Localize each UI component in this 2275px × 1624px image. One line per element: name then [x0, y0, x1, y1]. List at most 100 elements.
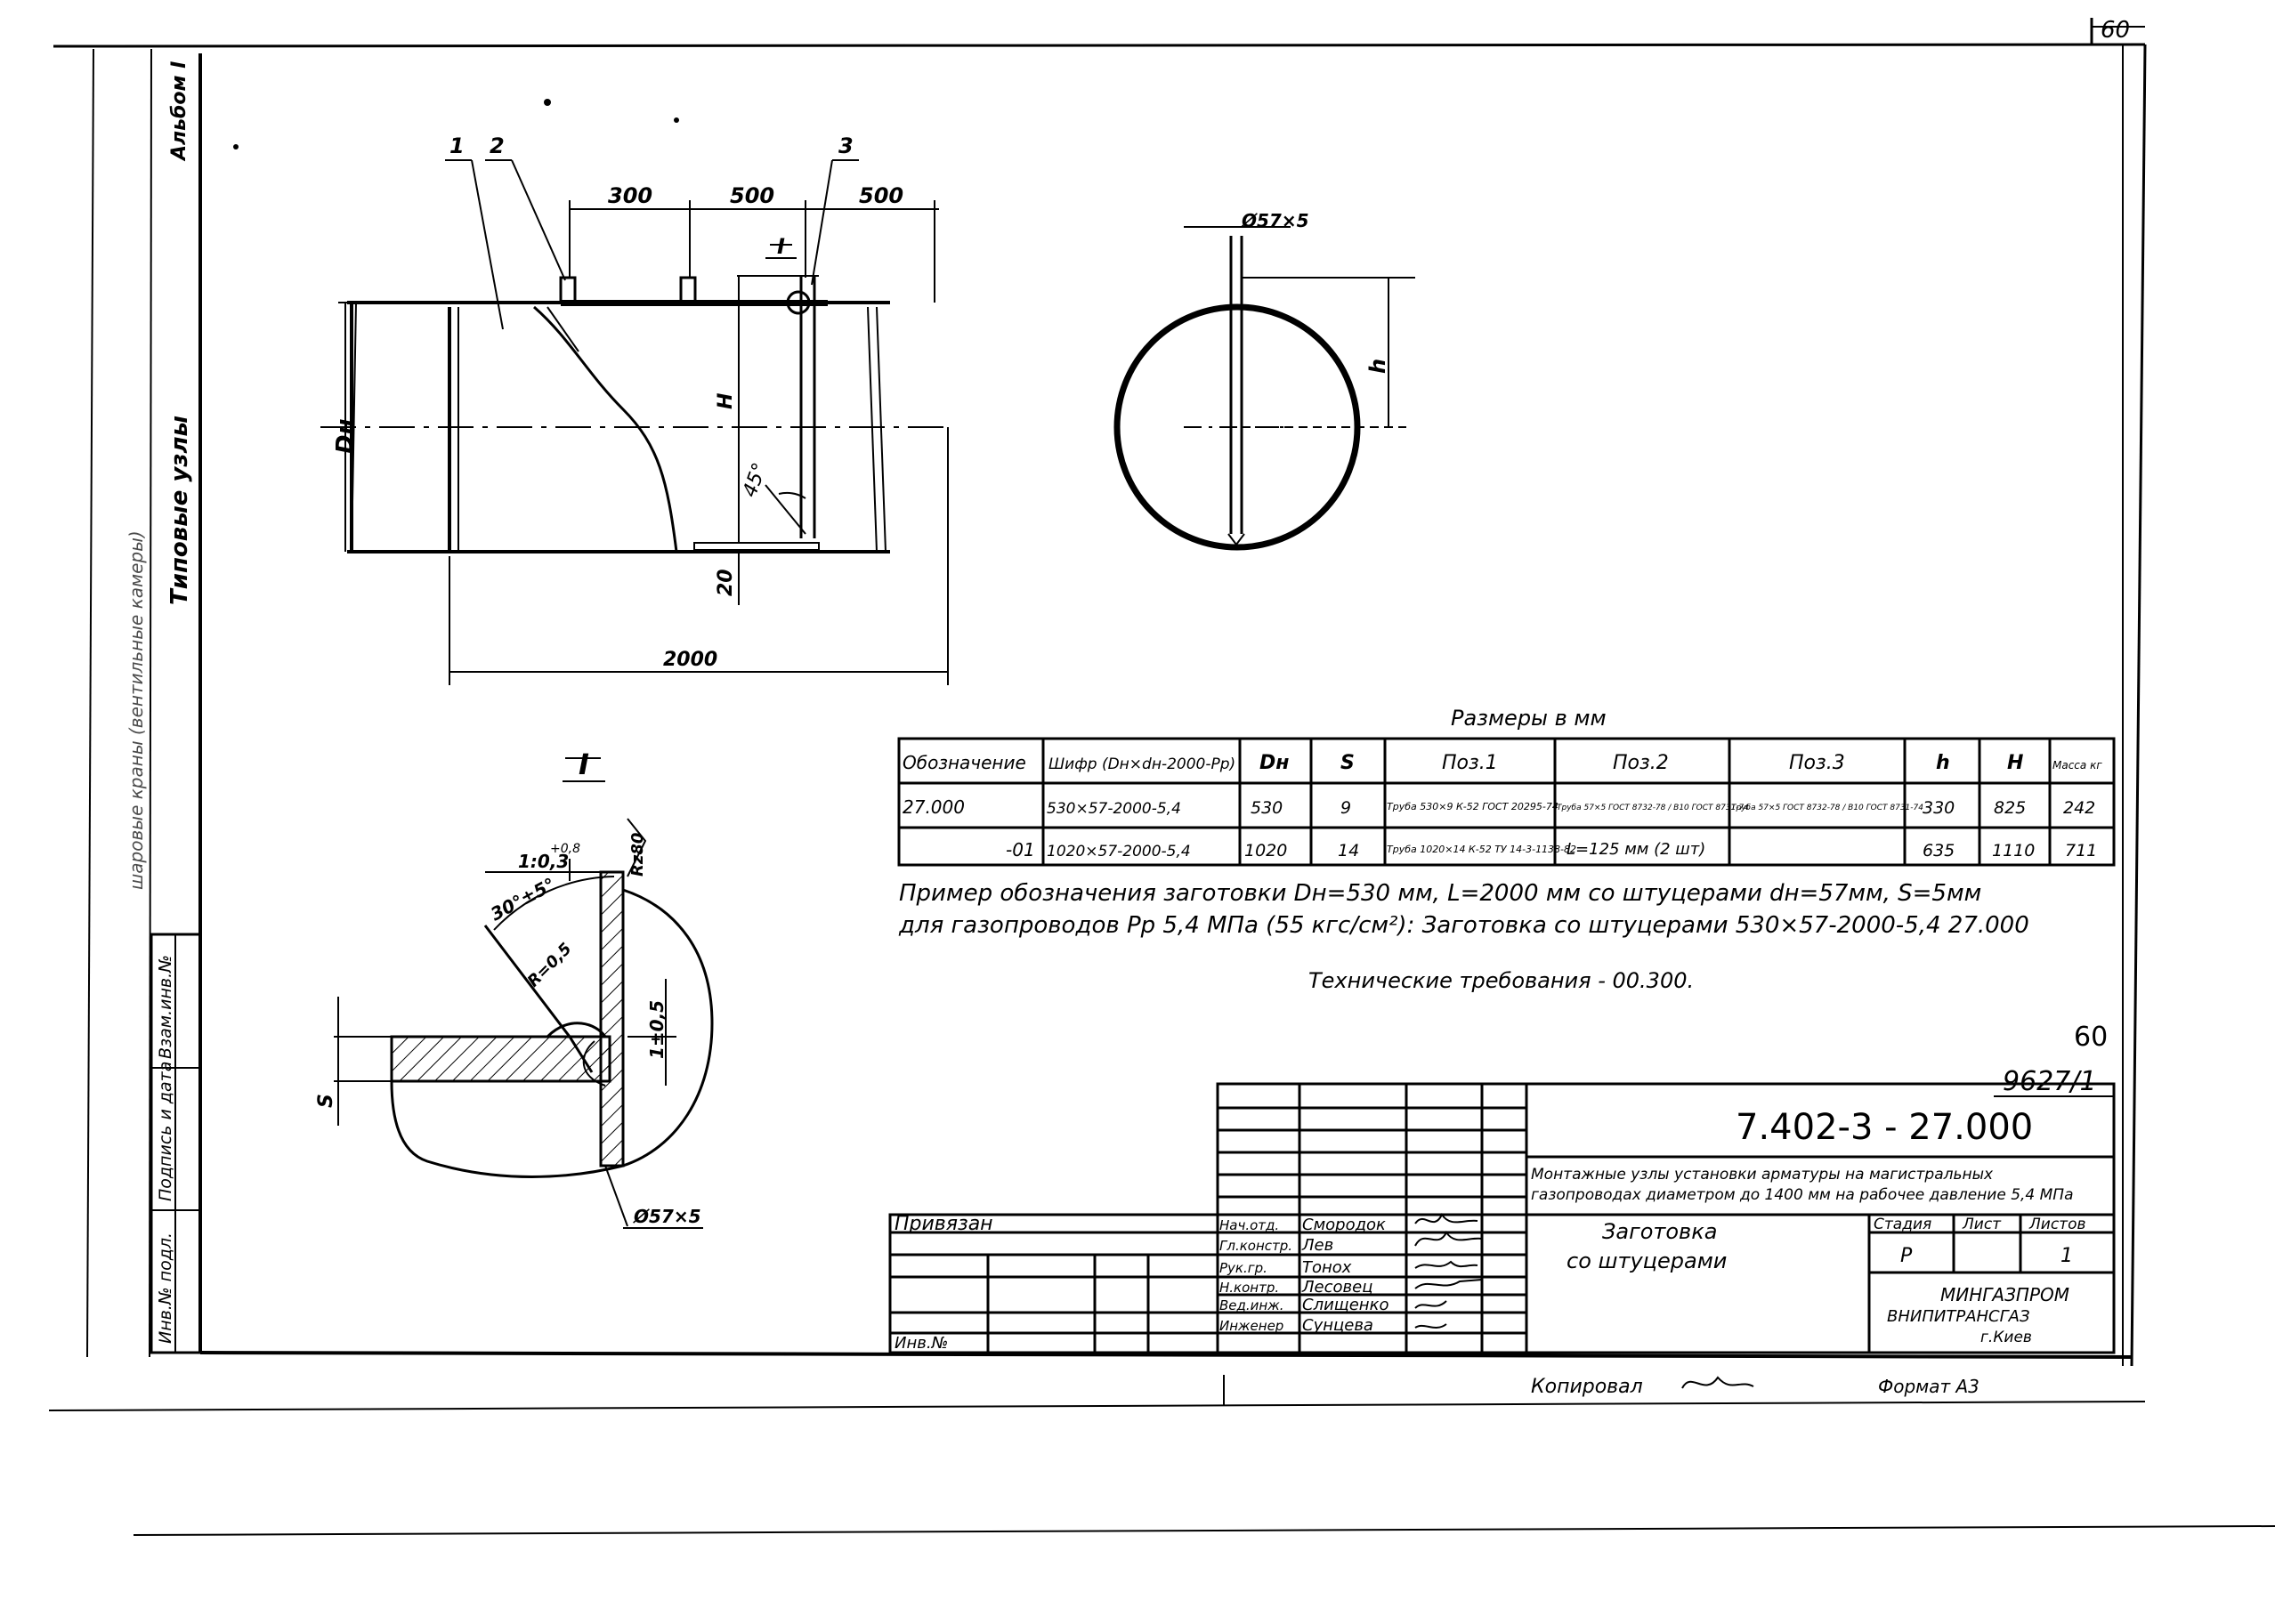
stamp-inv: Инв.№ подл. — [156, 1232, 175, 1344]
role-1: Нач.отд. — [1219, 1217, 1279, 1233]
left-strip: Альбом I Типовые узлы шаровые краны (вен… — [125, 61, 193, 890]
role-6: Инженер — [1219, 1318, 1283, 1334]
album-label: Альбом I — [168, 61, 190, 162]
stage-value: Р — [1900, 1245, 1913, 1267]
org-1: МИНГАЗПРОМ — [1940, 1284, 2069, 1305]
row1-code: 530×57-2000-5,4 — [1047, 800, 1181, 818]
example-line-2: для газопроводов Pр 5,4 МПа (55 кгс/см²)… — [898, 912, 2029, 939]
page-number: 60 — [2074, 1022, 2108, 1053]
fitting-label: Ø57×5 — [1241, 210, 1309, 231]
row2-h: 635 — [1923, 841, 1955, 860]
role-3: Рук.гр. — [1219, 1260, 1267, 1276]
th-code: Шифр (Dн×dн-2000-Pр) — [1048, 755, 1235, 773]
pos-label-1: 1 — [449, 133, 465, 158]
th-H: H — [2007, 752, 2023, 774]
pos-label-2: 2 — [490, 133, 505, 158]
copied-label: Копировал — [1531, 1376, 1643, 1398]
pos-label-3: 3 — [838, 133, 854, 158]
row2-dn: 1020 — [1244, 841, 1287, 860]
title-block: 60 9627/1 — [888, 1022, 2116, 1354]
row1-dn: 530 — [1251, 798, 1283, 818]
stage-header: Стадия — [1874, 1216, 1931, 1233]
footer: Копировал Формат А3 — [1223, 1375, 1979, 1406]
th-pos1: Поз.1 — [1442, 752, 1498, 774]
row2-code: 1020×57-2000-5,4 — [1047, 843, 1191, 860]
org-3: г.Киев — [1980, 1329, 2032, 1346]
sheets-value: 1 — [2060, 1245, 2073, 1267]
name-2: Лев — [1301, 1236, 1333, 1255]
th-pos2: Поз.2 — [1613, 752, 1669, 774]
name-5: Слищенко — [1302, 1296, 1388, 1314]
row1-pos3: Труба 57×5 ГОСТ 8732-78 / В10 ГОСТ 8731-… — [1731, 804, 1923, 812]
row1-pos1: Труба 530×9 К-52 ГОСТ 20295-74 — [1387, 801, 1558, 812]
th-designation: Обозначение — [903, 752, 1026, 773]
section-mark: I — [777, 234, 785, 259]
name-1: Смородок — [1302, 1216, 1386, 1234]
role-4: Н.контр. — [1219, 1280, 1279, 1296]
detail-s: S — [315, 1094, 337, 1108]
sheet-corner-number: 60 — [2101, 17, 2130, 44]
name-4: Лесовец — [1301, 1278, 1372, 1297]
dn-label: Dн — [332, 418, 359, 454]
th-h: h — [1936, 752, 1950, 774]
doc-name-2: со штуцерами — [1567, 1248, 1727, 1273]
row1-h: 330 — [1923, 798, 1955, 818]
detail-roughness: Rz80 — [628, 833, 647, 877]
main-view: 45° Dн H 20 2000 300 500 500 1 2 — [233, 99, 949, 685]
detail-gap: 1±0,5 — [646, 1000, 668, 1059]
th-mass: Масса кг — [2052, 759, 2102, 772]
signatures — [1414, 1213, 1483, 1329]
inventory-number: 9627/1 — [2003, 1066, 2097, 1097]
series-desc-1: Монтажные узлы установки арматуры на маг… — [1531, 1166, 1994, 1184]
row1-pos2: Труба 57×5 ГОСТ 8732-78 / В10 ГОСТ 8731-… — [1557, 804, 1749, 812]
detail-slope: 1:0,3 — [518, 851, 569, 872]
example-line-1: Пример обозначения заготовки Dн=530 мм, … — [899, 880, 1981, 907]
stamp-sign: Подпись и дата — [156, 1062, 175, 1201]
inv-no-label: Инв.№ — [895, 1334, 948, 1353]
org-2: ВНИПИТРАНСГАЗ — [1887, 1307, 2030, 1326]
row2-s: 14 — [1338, 841, 1359, 860]
h-label-end: h — [1365, 359, 1390, 374]
row1-designation: 27.000 — [903, 796, 965, 818]
series-desc-2: газопроводах диаметром до 1400 мм на раб… — [1531, 1186, 2074, 1204]
notes: Пример обозначения заготовки Dн=530 мм, … — [898, 880, 2029, 993]
length-label: 2000 — [663, 649, 717, 671]
dim-500-a: 500 — [730, 183, 774, 208]
dim-300: 300 — [608, 183, 652, 208]
copied-signature — [1681, 1376, 1754, 1389]
dim-500-b: 500 — [859, 183, 903, 208]
role-5: Вед.инж. — [1219, 1297, 1284, 1313]
row2-H: 1110 — [1992, 841, 2035, 860]
tech-requirements: Технические требования - 00.300. — [1308, 968, 1694, 993]
row1-mass: 242 — [2063, 798, 2095, 818]
spec-table: Размеры в мм Обозначение Шифр (Dн×dн-200… — [897, 706, 2116, 867]
left-scribble: шаровые краны (вентильные камеры) — [125, 530, 147, 890]
th-pos3: Поз.3 — [1789, 752, 1845, 774]
sheets-header: Листов — [2028, 1216, 2086, 1233]
end-view: h Ø57×5 — [1113, 210, 1415, 551]
row1-H: 825 — [1994, 798, 2026, 818]
row2-pos2: L=125 мм (2 шт) — [1567, 840, 1705, 859]
bottom-20: 20 — [715, 569, 737, 596]
role-2: Гл.констр. — [1219, 1238, 1292, 1254]
privyazan-label: Привязан — [895, 1213, 993, 1235]
name-3: Тонох — [1302, 1258, 1352, 1277]
detail-title: I — [579, 747, 589, 781]
row2-designation: -01 — [1006, 839, 1035, 860]
doc-code: 7.402-3 - 27.000 — [1736, 1107, 2033, 1148]
format-label: Формат А3 — [1878, 1376, 1979, 1397]
table-caption: Размеры в мм — [1451, 706, 1607, 731]
h-label-main: H — [715, 393, 737, 409]
row2-pos1: Труба 1020×14 К-52 ТУ 14-3-1138-82 — [1387, 844, 1576, 855]
sheet-header: Лист — [1962, 1216, 2002, 1233]
row2-mass: 711 — [2065, 841, 2097, 860]
th-s: S — [1340, 752, 1355, 774]
series-label: Типовые узлы — [166, 416, 193, 605]
detail-slope-tol: +0,8 — [550, 842, 580, 856]
left-stamp: Инв.№ подл. Подпись и дата Взам.инв.№ — [150, 933, 202, 1354]
row1-s: 9 — [1340, 798, 1351, 818]
doc-name-1: Заготовка — [1602, 1219, 1717, 1244]
th-dn: Dн — [1259, 752, 1289, 774]
detail-fitting: Ø57×5 — [633, 1206, 701, 1227]
